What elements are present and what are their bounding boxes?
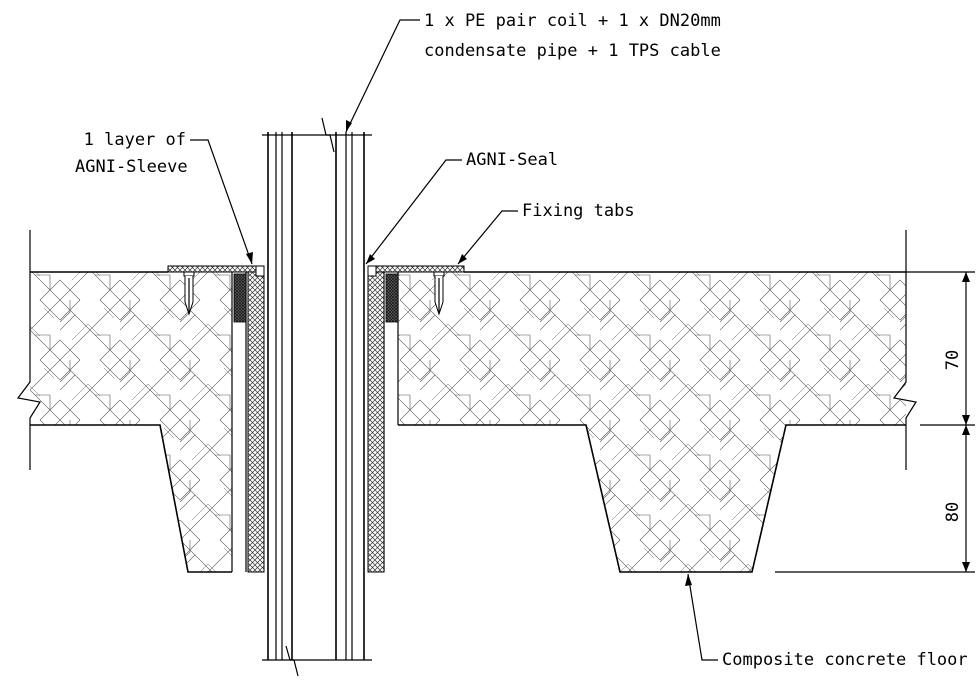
services-label-line1: 1 x PE pair coil + 1 x DN20mm xyxy=(424,11,721,31)
screw-left-icon xyxy=(183,271,195,316)
dimension-lower: 80 xyxy=(943,502,963,522)
labels: 1 x PE pair coil + 1 x DN20mm condensate… xyxy=(75,11,968,670)
dimension-lines: 70 80 xyxy=(775,271,975,573)
fixing-tabs xyxy=(167,265,465,316)
screw-right-icon xyxy=(433,271,445,316)
sleeve-label-line1: 1 layer of xyxy=(84,130,186,150)
fixing-tabs-label: Fixing tabs xyxy=(522,201,635,221)
dimension-upper: 70 xyxy=(943,350,963,370)
leaders xyxy=(190,19,718,661)
services-bundle xyxy=(262,117,372,677)
floor-label: Composite concrete floor xyxy=(722,650,968,670)
sleeve-left xyxy=(231,271,265,573)
seal-label: AGNI-Seal xyxy=(466,150,558,170)
services-label-line2: condensate pipe + 1 TPS cable xyxy=(424,41,721,61)
sleeve-label-line2: AGNI-Sleeve xyxy=(75,157,188,177)
concrete-slab xyxy=(16,230,917,573)
sleeve-right xyxy=(367,271,399,573)
